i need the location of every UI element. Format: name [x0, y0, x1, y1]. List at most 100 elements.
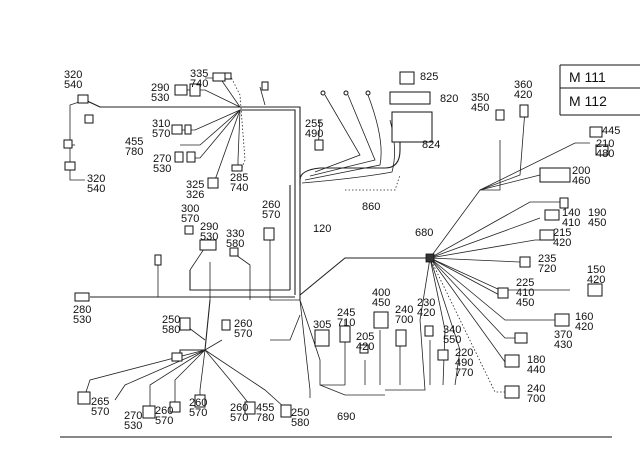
- label-260: 260: [234, 318, 252, 330]
- label-230: 230: [417, 297, 435, 309]
- label-140: 140: [562, 207, 580, 219]
- label-326: 326: [186, 189, 204, 201]
- label-825: 825: [420, 71, 438, 83]
- label-570: 570: [152, 128, 170, 140]
- label-220: 220: [455, 347, 473, 359]
- label-235: 235: [538, 253, 556, 265]
- label-245: 245: [337, 307, 355, 319]
- label-450: 450: [471, 102, 489, 114]
- label-240: 240: [395, 304, 413, 316]
- label-530: 530: [153, 163, 171, 175]
- label-420: 420: [356, 341, 374, 353]
- label-250: 250: [291, 407, 309, 419]
- label-335: 335: [190, 68, 208, 80]
- label-190: 190: [588, 207, 606, 219]
- label-210: 210: [596, 138, 614, 150]
- label-450: 450: [516, 297, 534, 309]
- label-420: 420: [587, 274, 605, 286]
- label-680: 680: [415, 227, 433, 239]
- label-420: 420: [514, 89, 532, 101]
- label-270: 270: [153, 153, 171, 165]
- label-720: 720: [538, 263, 556, 275]
- label-260: 260: [262, 199, 280, 211]
- label-305: 305: [313, 319, 331, 331]
- main-harness: [65, 74, 590, 410]
- label-255: 255: [305, 118, 323, 130]
- label-700: 700: [527, 393, 545, 405]
- label-460: 460: [572, 175, 590, 187]
- label-540: 540: [64, 79, 82, 91]
- label-740: 740: [230, 182, 248, 194]
- label-265: 265: [91, 396, 109, 408]
- label-330: 330: [226, 228, 244, 240]
- label-450: 450: [372, 297, 390, 309]
- label-570: 570: [230, 412, 248, 424]
- label-860: 860: [362, 201, 380, 213]
- label-160: 160: [575, 311, 593, 323]
- label-570: 570: [262, 209, 280, 221]
- label-540: 540: [87, 183, 105, 195]
- label-570: 570: [91, 406, 109, 418]
- label-530: 530: [151, 92, 169, 104]
- label-530: 530: [124, 420, 142, 432]
- label-310: 310: [152, 118, 170, 130]
- label-570: 570: [181, 213, 199, 225]
- label-260: 260: [155, 405, 173, 417]
- label-300: 300: [181, 203, 199, 215]
- label-260: 260: [189, 397, 207, 409]
- label-430: 430: [554, 339, 572, 351]
- label-240: 240: [527, 383, 545, 395]
- label-225: 225: [516, 277, 534, 289]
- label-120: 120: [313, 223, 331, 235]
- label-200: 200: [572, 165, 590, 177]
- connectors: [63, 71, 609, 419]
- label-410: 410: [516, 287, 534, 299]
- label-260: 260: [230, 402, 248, 414]
- label-570: 570: [234, 328, 252, 340]
- label-740: 740: [190, 78, 208, 90]
- label-530: 530: [73, 314, 91, 326]
- label-215: 215: [553, 227, 571, 239]
- label-530: 530: [200, 231, 218, 243]
- label-490: 490: [305, 128, 323, 140]
- label-290: 290: [151, 82, 169, 94]
- label-420: 420: [575, 321, 593, 333]
- label-770: 770: [455, 367, 473, 379]
- label-580: 580: [291, 417, 309, 429]
- label-205: 205: [356, 331, 374, 343]
- label-455: 455: [256, 402, 274, 414]
- label-420: 420: [553, 237, 571, 249]
- label-290: 290: [200, 221, 218, 233]
- label-360: 360: [514, 79, 532, 91]
- model-table: M 111 M 112: [559, 64, 640, 116]
- label-445: 445: [602, 125, 620, 137]
- label-350: 350: [471, 92, 489, 104]
- label-450: 450: [588, 217, 606, 229]
- label-480: 480: [596, 148, 614, 160]
- label-440: 440: [527, 364, 545, 376]
- label-690: 690: [337, 411, 355, 423]
- model-m112: M 112: [569, 93, 607, 109]
- label-550: 550: [443, 334, 461, 346]
- label-824: 824: [422, 139, 440, 151]
- label-320: 320: [87, 173, 105, 185]
- model-m111: M 111: [569, 69, 606, 85]
- label-270: 270: [124, 410, 142, 422]
- label-710: 710: [337, 317, 355, 329]
- label-400: 400: [372, 287, 390, 299]
- callout-labels: 320 540 290 530 335 740 310 570 455 780 …: [64, 68, 620, 432]
- label-455: 455: [125, 136, 143, 148]
- label-780: 780: [125, 146, 143, 158]
- label-180: 180: [527, 354, 545, 366]
- label-320: 320: [64, 69, 82, 81]
- label-370: 370: [554, 329, 572, 341]
- label-250: 250: [162, 314, 180, 326]
- label-820: 820: [440, 93, 458, 105]
- label-570: 570: [189, 407, 207, 419]
- label-280: 280: [73, 304, 91, 316]
- label-700: 700: [395, 314, 413, 326]
- label-325: 325: [186, 179, 204, 191]
- label-150: 150: [587, 264, 605, 276]
- label-580: 580: [226, 238, 244, 250]
